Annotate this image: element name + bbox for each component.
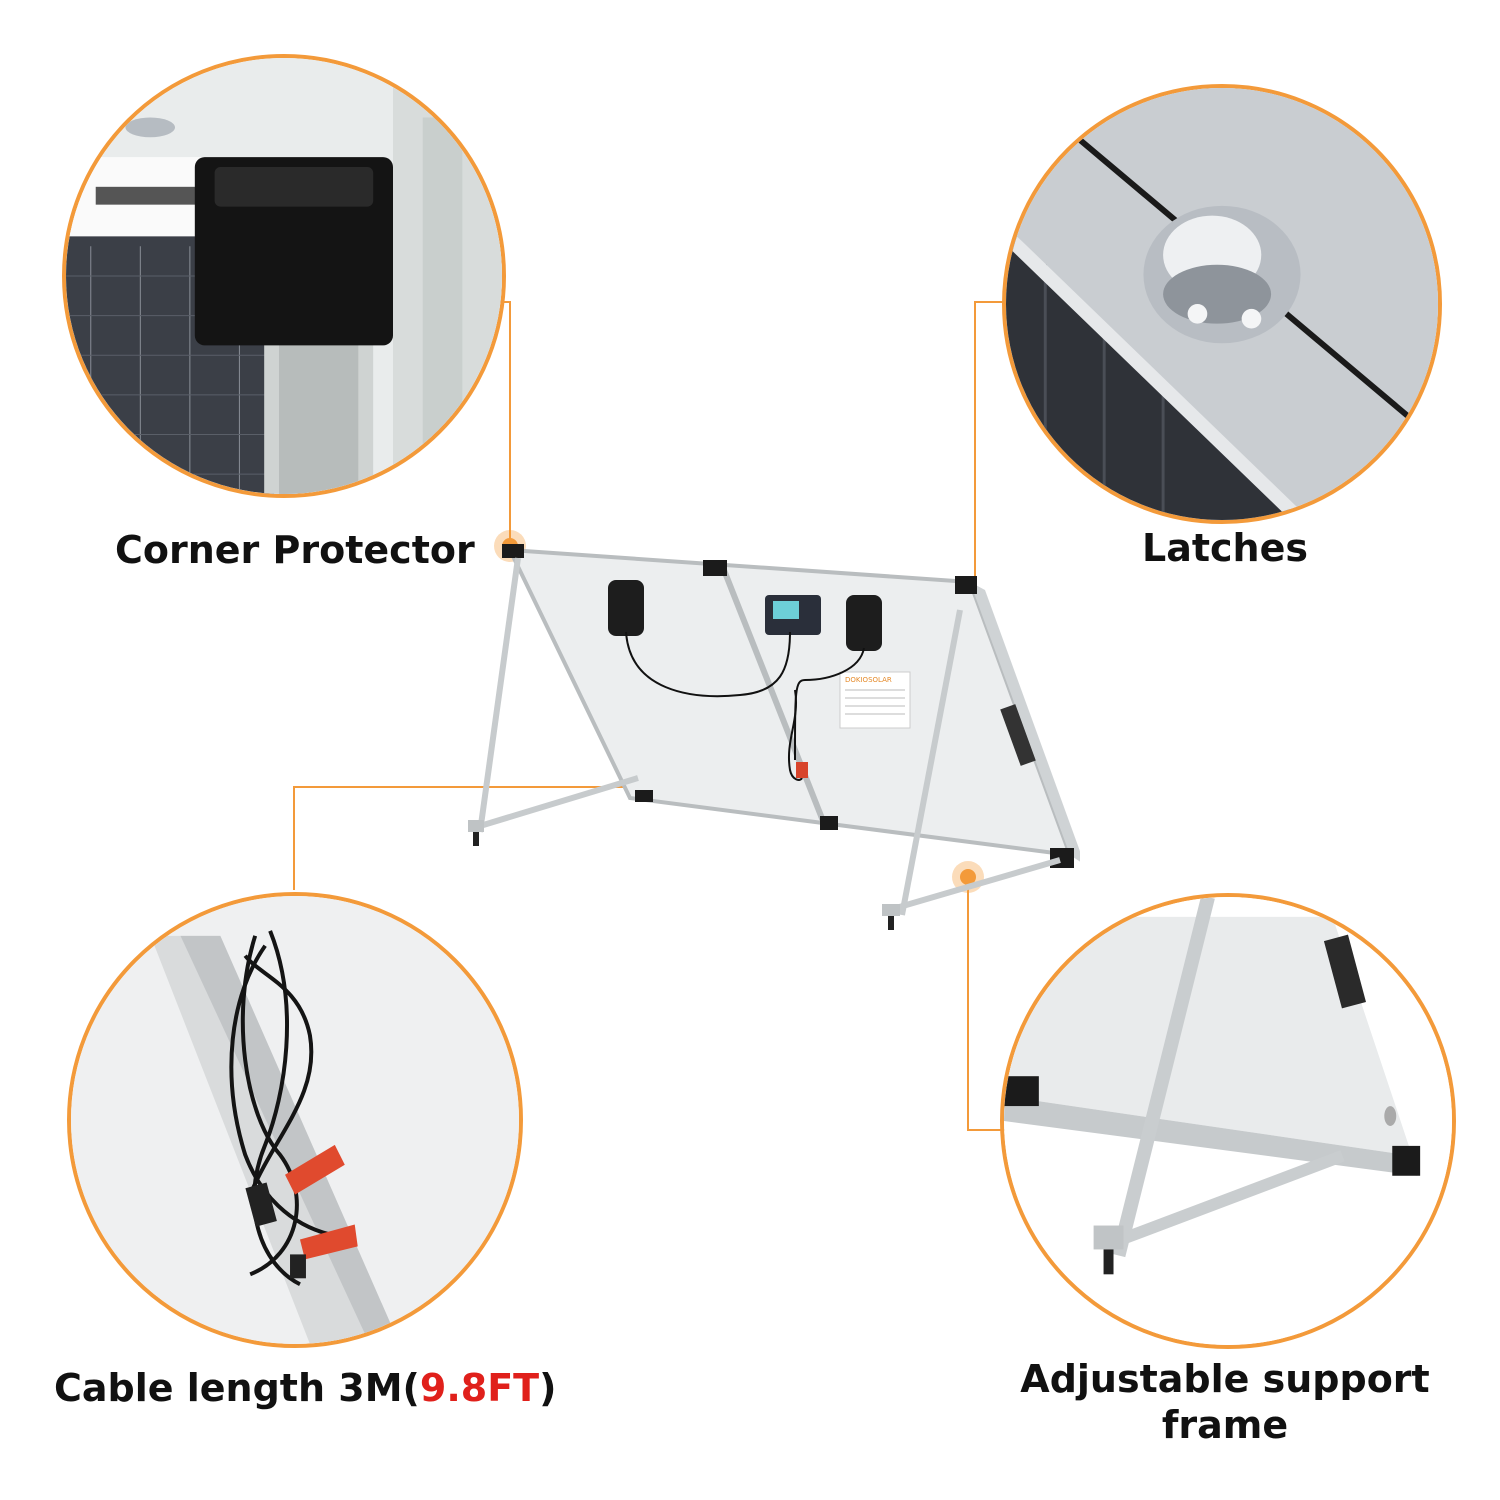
- panel-brand-label: DOKIOSOLAR: [845, 676, 892, 684]
- cable-length-prefix: Cable length 3M(: [54, 1366, 420, 1410]
- corner-protector-photo: [62, 54, 506, 498]
- solar-panel-photo: DOKIOSOLAR: [468, 544, 1080, 930]
- support-frame-label: Adjustable support frame: [1010, 1357, 1440, 1448]
- cable-length-feet: 9.8FT: [419, 1366, 540, 1410]
- corner-protector-label: Corner Protector: [115, 528, 475, 572]
- support-frame-label-line2: frame: [1161, 1402, 1289, 1447]
- cable-length-suffix: ): [539, 1366, 557, 1410]
- latches-photo: [1002, 84, 1442, 524]
- support-frame-photo: [1000, 893, 1456, 1349]
- latches-label: Latches: [1142, 526, 1308, 570]
- cable-photo: [67, 892, 523, 1348]
- support-frame-label-line1: Adjustable support: [1020, 1357, 1430, 1401]
- cable-length-label: Cable length 3M(9.8FT): [54, 1366, 556, 1412]
